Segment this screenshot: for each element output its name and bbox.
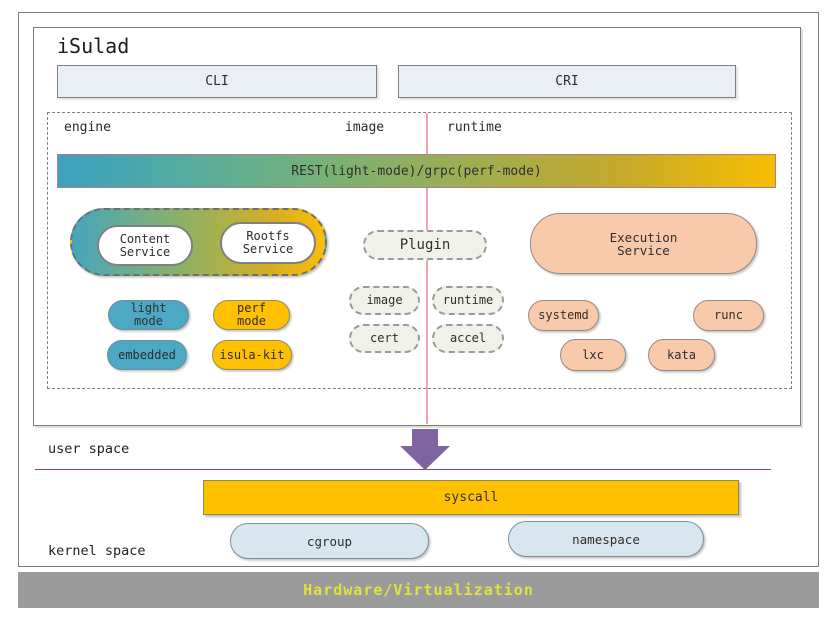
plugin-pill: Plugin (363, 230, 487, 260)
hardware-virtualization-bar: Hardware/Virtualization (18, 572, 819, 608)
cri-box: CRI (398, 65, 736, 98)
cgroup-pill: cgroup (230, 523, 429, 559)
rootfs-service-pill: Rootfs Service (220, 222, 316, 264)
light-mode-pill: light mode (108, 300, 189, 330)
perf-mode-pill: perf mode (213, 300, 290, 330)
execution-service-pill: Execution Service (530, 213, 757, 274)
kernel-space-label: kernel space (48, 543, 146, 559)
embedded-pill: embedded (107, 340, 187, 370)
kata-pill: kata (648, 339, 715, 371)
user-space-label: user space (48, 441, 130, 457)
diagram-title: iSulad (57, 34, 130, 58)
section-label-runtime: runtime (447, 120, 502, 135)
lxc-pill: lxc (560, 339, 626, 371)
cert-plugin-pill: cert (349, 324, 420, 353)
syscall-bar: syscall (203, 480, 739, 515)
cli-box: CLI (57, 65, 377, 98)
rest-grpc-bar: REST(light-mode)/grpc(perf-mode) (57, 154, 776, 188)
engine-services-group: Content Service Rootfs Service (70, 208, 327, 276)
user-kernel-divider-line (35, 469, 771, 470)
isula-kit-pill: isula-kit (212, 340, 292, 370)
content-service-pill: Content Service (97, 225, 193, 266)
namespace-pill: namespace (508, 521, 704, 557)
section-label-engine: engine (64, 120, 111, 135)
down-arrow-icon (400, 429, 450, 470)
section-label-image: image (345, 120, 385, 135)
image-plugin-pill: image (349, 286, 420, 315)
image-runtime-divider-line (426, 113, 428, 424)
systemd-pill: systemd (528, 300, 599, 331)
modules-dashed-box (47, 112, 792, 389)
accel-plugin-pill: accel (432, 324, 504, 353)
runtime-plugin-pill: runtime (432, 286, 504, 315)
runc-pill: runc (693, 300, 764, 331)
